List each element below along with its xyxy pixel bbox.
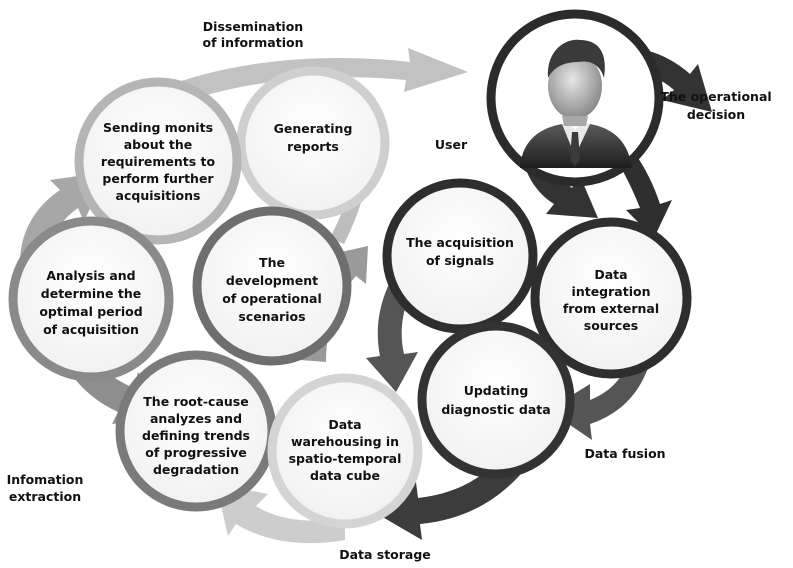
acquisition-signals-text-line: The acquisition	[406, 235, 514, 250]
operational-decision-label-line: The operational	[660, 89, 771, 104]
acquisition-signals-text-line: of signals	[426, 253, 494, 268]
node-analysis	[8, 216, 174, 382]
development-text-line: development	[226, 273, 318, 288]
warehousing-text-line: data cube	[310, 468, 380, 483]
node-updating	[417, 321, 575, 479]
generating-reports-text-line: reports	[287, 139, 339, 154]
root-cause-text-line: of progressive	[145, 445, 246, 460]
warehousing-text: Data warehousing in spatio-temporal data cu…	[289, 417, 402, 483]
sending-monits-text-line: about the	[124, 137, 193, 152]
information-extraction-label-line: extraction	[9, 489, 81, 504]
dissemination-label-line: Dissemination	[203, 19, 303, 34]
root-cause-text-line: defining trends	[142, 428, 250, 443]
sending-monits-text-line: perform further	[102, 171, 214, 186]
dissemination-label-line: of information	[203, 35, 304, 50]
user-label-line: User	[435, 137, 468, 152]
node-generating-reports	[236, 66, 390, 220]
root-cause-text: The root-cause analyzes and defining trend…	[142, 394, 250, 477]
node-sending-monits	[74, 77, 242, 245]
data-storage-label: Data storage	[339, 547, 431, 562]
sending-monits-text-line: requirements to	[101, 154, 216, 169]
development-text: The development of operational scenarios	[222, 255, 321, 324]
dissemination-arrow	[150, 48, 468, 110]
user-avatar-icon	[520, 39, 632, 168]
operational-decision-label: The operational decision	[660, 89, 771, 122]
updating-text: Updating diagnostic data	[441, 383, 550, 417]
sending-monits-text-line: Sending monits	[103, 120, 213, 135]
fusion-to-storage-arrow	[374, 458, 520, 540]
operational-decision-label-line: decision	[687, 107, 745, 122]
generating-reports-text: Generating reports	[274, 121, 353, 154]
data-fusion-label: Data fusion	[584, 446, 665, 461]
warehousing-text-line: warehousing in	[291, 434, 399, 449]
development-text-line: The	[259, 255, 285, 270]
node-data-integration	[530, 217, 692, 379]
analysis-text-line: Analysis and	[46, 268, 135, 283]
sending-monits-text: Sending monits about the requirements to pe…	[101, 120, 216, 203]
updating-text-line: diagnostic data	[441, 402, 550, 417]
data-integration-text-line: sources	[584, 318, 638, 333]
root-cause-text-line: The root-cause	[143, 394, 248, 409]
sending-monits-text-line: acquisitions	[116, 188, 201, 203]
user-node	[486, 9, 664, 187]
analysis-text-line: optimal period	[39, 304, 142, 319]
node-warehousing	[267, 373, 423, 529]
data-storage-arrow	[216, 484, 345, 544]
nodes	[8, 66, 692, 529]
node-development	[192, 206, 352, 366]
data-integration-text-line: from external	[563, 301, 659, 316]
data-integration-text-line: Data	[594, 267, 627, 282]
node-labels: Generating reports Sending monits about th…	[39, 120, 659, 483]
node-acquisition-signals	[382, 178, 538, 334]
generating-reports-text-line: Generating	[274, 121, 353, 136]
warehousing-text-line: Data	[328, 417, 361, 432]
analysis-text: Analysis and determine the optimal period o…	[39, 268, 142, 337]
data-fusion-label-line: Data fusion	[584, 446, 665, 461]
analysis-text-line: determine the	[41, 286, 141, 301]
warehousing-text-line: spatio-temporal	[289, 451, 402, 466]
information-extraction-label-line: Infomation	[7, 472, 84, 487]
information-extraction-label: Infomation extraction	[7, 472, 84, 504]
development-text-line: of operational	[222, 291, 321, 306]
analysis-text-line: of acquisition	[43, 322, 139, 337]
data-storage-label-line: Data storage	[339, 547, 431, 562]
development-text-line: scenarios	[238, 309, 305, 324]
root-cause-text-line: degradation	[153, 462, 239, 477]
data-integration-text: Data integration from external sources	[563, 267, 659, 333]
user-label: User	[435, 137, 468, 152]
root-cause-text-line: analyzes and	[150, 411, 242, 426]
updating-text-line: Updating	[464, 383, 529, 398]
data-integration-text-line: integration	[572, 284, 651, 299]
acquisition-signals-text: The acquisition of signals	[406, 235, 514, 268]
